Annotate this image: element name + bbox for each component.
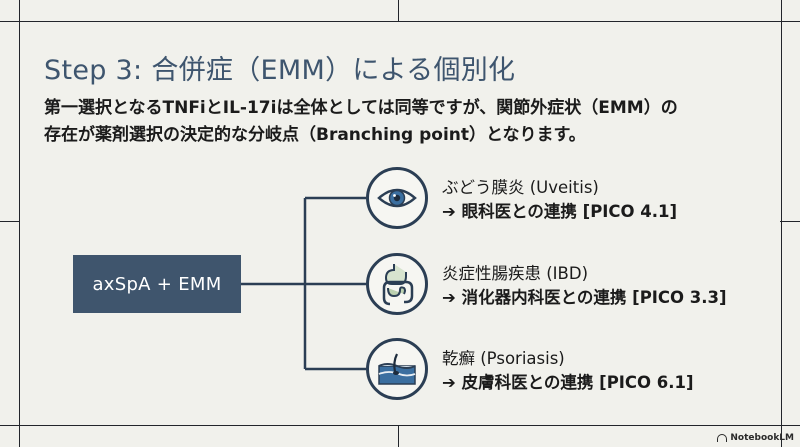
grid-line-left [19, 0, 20, 447]
branch-uveitis: ぶどう膜炎 (Uveitis) ➔ 眼科医との連携 [PICO 4.1] [442, 176, 677, 224]
grid-tick-bottom [398, 425, 399, 447]
branch-ibd-action: ➔ 消化器内科医との連携 [PICO 3.3] [442, 288, 727, 307]
intestine-icon [382, 264, 414, 306]
description-line-2: 存在が薬剤選択の決定的な分岐点（Branching point）となります。 [44, 125, 586, 145]
grid-tick-right [780, 221, 800, 222]
notebooklm-logo-icon [717, 434, 728, 442]
uveitis-icon-circle [366, 167, 428, 229]
root-node-axspa-emm: axSpA + EMM [73, 255, 241, 313]
notebooklm-watermark: NotebookLM [717, 433, 794, 443]
page-title: Step 3: 合併症（EMM）による個別化 [44, 55, 516, 87]
branch-ibd: 炎症性腸疾患 (IBD) ➔ 消化器内科医との連携 [PICO 3.3] [442, 262, 727, 310]
branch-psoriasis-action: ➔ 皮膚科医との連携 [PICO 6.1] [442, 373, 694, 392]
description-line-1: 第一選択となるTNFiとIL-17iは全体としては同等ですが、関節外症状（EMM… [44, 98, 678, 118]
branch-psoriasis: 乾癬 (Psoriasis) ➔ 皮膚科医との連携 [PICO 6.1] [442, 347, 694, 395]
description-text: 第一選択となるTNFiとIL-17iは全体としては同等ですが、関節外症状（EMM… [44, 95, 764, 149]
branch-uveitis-action: ➔ 眼科医との連携 [PICO 4.1] [442, 202, 678, 221]
root-node-label: axSpA + EMM [92, 273, 222, 295]
skin-icon [378, 353, 416, 385]
psoriasis-icon-circle [366, 338, 428, 400]
eye-icon [377, 188, 417, 208]
grid-line-bottom [0, 425, 800, 426]
ibd-icon-circle [366, 253, 428, 315]
watermark-label: NotebookLM [730, 433, 794, 443]
branch-ibd-name: 炎症性腸疾患 (IBD) [442, 264, 589, 283]
grid-tick-left [0, 221, 20, 222]
branch-uveitis-name: ぶどう膜炎 (Uveitis) [442, 178, 599, 197]
branch-psoriasis-name: 乾癬 (Psoriasis) [442, 349, 565, 368]
grid-line-right [781, 0, 782, 447]
grid-line-top [0, 21, 800, 22]
grid-tick-top [398, 0, 399, 22]
